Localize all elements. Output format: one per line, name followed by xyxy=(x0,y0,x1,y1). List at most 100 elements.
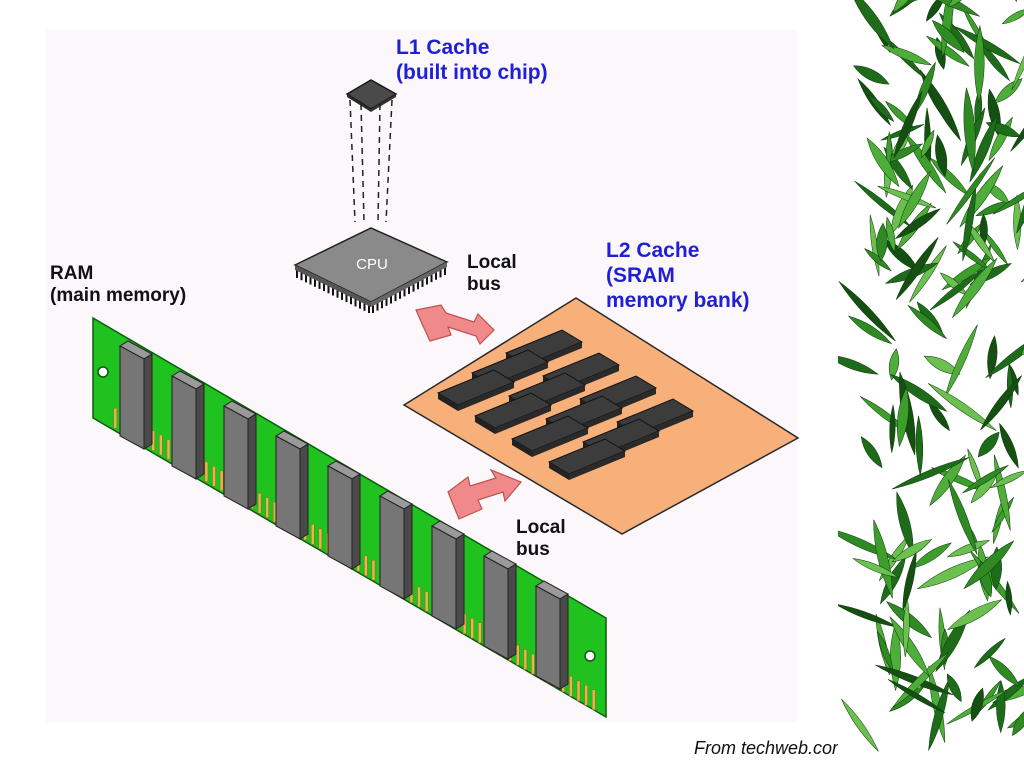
bamboo-leaf-shape xyxy=(1011,26,1024,91)
bamboo-leaf-shape xyxy=(889,373,948,412)
ram-module xyxy=(92,316,607,719)
bamboo-leaf-shape xyxy=(985,327,1024,379)
bamboo-leaf xyxy=(892,0,918,13)
sram-chips xyxy=(436,329,695,480)
bamboo-leaf xyxy=(909,245,947,303)
l1-cache-subtitle: (built into chip) xyxy=(396,60,548,84)
bamboo-leaf-shape xyxy=(988,116,1013,162)
bamboo-leaf-shape xyxy=(952,241,990,270)
bamboo-leaf xyxy=(947,599,1003,630)
ram-contact xyxy=(113,407,118,429)
bamboo-leaf xyxy=(907,304,948,340)
bamboo-leaf xyxy=(916,556,989,590)
bamboo-leaf-shape xyxy=(931,19,965,53)
bamboo-leaf xyxy=(925,0,946,22)
bamboo-leaf-shape xyxy=(887,679,946,714)
bamboo-leaf xyxy=(1010,86,1024,152)
bamboo-leaf xyxy=(875,664,954,696)
ram-chip-side xyxy=(299,443,309,540)
bamboo-leaf xyxy=(988,116,1013,162)
ram-chip xyxy=(379,495,405,600)
ram-chip xyxy=(171,375,197,480)
bamboo-leaf-shape xyxy=(927,383,997,431)
bamboo-leaf xyxy=(944,324,978,397)
cpu-pins xyxy=(296,267,446,313)
bamboo-leaf xyxy=(1013,194,1022,251)
bamboo-leaf-shape xyxy=(946,157,996,225)
bamboo-leaf xyxy=(887,679,946,714)
bamboo-leaf-shape xyxy=(925,35,970,67)
ram-contact xyxy=(212,466,216,487)
bamboo-leaf xyxy=(838,354,879,375)
bamboo-leaf xyxy=(889,616,930,677)
bamboo-leaf xyxy=(946,157,996,225)
bamboo-leaf-shape xyxy=(923,73,961,141)
bamboo-leaf-shape xyxy=(1016,160,1024,234)
ram-notch-left xyxy=(97,366,109,378)
bamboo-leaf xyxy=(841,698,879,752)
cpu-chip: CPU xyxy=(293,227,449,313)
bamboo-leaf-shape xyxy=(973,637,1006,669)
bamboo-leaf xyxy=(1012,706,1024,736)
ram-title: RAM xyxy=(50,263,94,284)
bamboo-leaf xyxy=(886,216,896,253)
sram-chip-edge xyxy=(569,451,625,480)
bamboo-leaf-shape xyxy=(980,375,1022,431)
bamboo-leaf xyxy=(915,415,924,476)
bamboo-leaf xyxy=(1001,8,1024,25)
bamboo-leaf-shape xyxy=(891,457,970,490)
bamboo-leaf-shape xyxy=(911,542,952,569)
ram-contact xyxy=(516,644,520,666)
ram-chip-side xyxy=(195,383,205,480)
bamboo-leaf xyxy=(999,422,1019,469)
bamboo-leaf-shape xyxy=(852,558,900,578)
bamboo-leaf-shape xyxy=(898,170,931,229)
bamboo-leaf-shape xyxy=(963,87,976,172)
bamboo-leaf-shape xyxy=(987,335,998,380)
ram-chip-side xyxy=(507,563,517,660)
bamboo-leaf xyxy=(929,269,983,311)
ram-chip xyxy=(223,405,249,510)
bamboo-leaf-shape xyxy=(852,65,890,85)
ram-contact xyxy=(531,653,535,675)
bamboo-leaf xyxy=(888,348,900,381)
ram-contact xyxy=(584,685,588,706)
bamboo-leaf xyxy=(852,65,890,85)
bamboo-leaf-shape xyxy=(888,348,900,381)
bamboo-leaf-shape xyxy=(876,222,888,262)
bamboo-leaf-shape xyxy=(907,304,948,340)
cpu-label: CPU xyxy=(356,256,388,273)
bamboo-leaf-shape xyxy=(892,0,918,13)
bamboo-leaf-shape xyxy=(954,26,1021,64)
bamboo-leaf xyxy=(988,655,1020,687)
sram-chip-edge xyxy=(549,462,569,480)
ram-chip-side xyxy=(403,503,413,600)
bamboo-leaf xyxy=(947,0,978,8)
ram-contact xyxy=(166,439,171,460)
ram-chip xyxy=(431,525,457,630)
ram-contact xyxy=(257,492,262,514)
ram-chip xyxy=(483,555,509,660)
bamboo-leaf-shape xyxy=(860,436,883,469)
bamboo-leaf-shape xyxy=(838,603,898,628)
bamboo-leaf-shape xyxy=(970,687,984,722)
bamboo-leaf xyxy=(963,540,1015,590)
ram-contact xyxy=(417,586,421,608)
bamboo-leaf-shape xyxy=(894,208,941,240)
ram-chip-side xyxy=(143,353,153,450)
bamboo-leaf xyxy=(925,35,970,67)
bamboo-leaf xyxy=(931,19,965,53)
l1-projection-lines xyxy=(349,99,393,223)
l1-cache-chip xyxy=(345,79,398,112)
bamboo-leaf xyxy=(977,431,1000,458)
bamboo-leaf-shape xyxy=(886,216,896,253)
bamboo-leaf xyxy=(985,327,1024,379)
bamboo-leaf xyxy=(980,375,1022,431)
bamboo-leaf-shape xyxy=(948,479,978,555)
bamboo-leaf-shape xyxy=(864,248,892,272)
bamboo-leaf xyxy=(1005,580,1013,616)
sram-chip-edge xyxy=(475,416,495,434)
bamboo-leaf xyxy=(881,143,924,164)
bamboo-leaf xyxy=(881,45,932,66)
